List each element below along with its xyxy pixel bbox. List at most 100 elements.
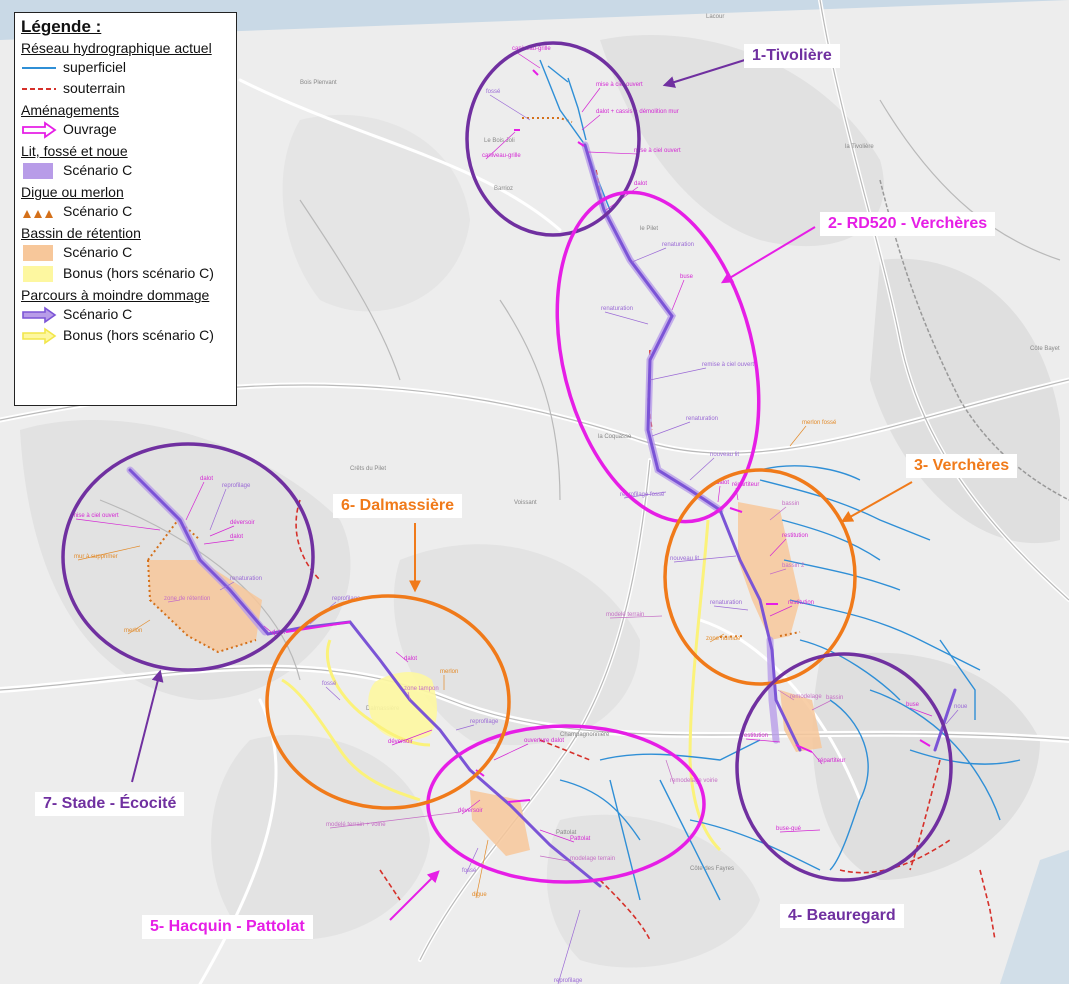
urban-areas [20, 35, 1060, 968]
annotation-leader [395, 651, 409, 663]
place-les-fayres: Côte des Fayres [690, 866, 734, 872]
place-lacour: Lacour [706, 14, 724, 20]
place-names: Bois Plenvant Lacour la Tivolière Le Bois J… [300, 14, 1060, 872]
annotation-leader [769, 538, 787, 557]
annotation-hacquin: remodelage voirie [670, 778, 718, 784]
annotation-leader [515, 51, 541, 69]
zone-ellipse-tivoliere[interactable] [465, 41, 641, 237]
annotation-leader [581, 87, 601, 113]
annotation-stade: déversoir [230, 520, 255, 526]
annotation-tivoliere: mise à ciel ouvert [634, 148, 681, 154]
place-barrioz: Barrioz [494, 186, 513, 192]
zone-ellipse-vercheres[interactable] [663, 468, 857, 686]
place-pattolat-place: Pattolat [556, 830, 577, 836]
annotation-leader [461, 799, 481, 815]
annotation-rd520: renaturation [601, 306, 633, 312]
zone-ellipse-stade[interactable] [61, 442, 315, 672]
place-champagnonniere: Champagnonnière [560, 732, 610, 738]
zone-ellipse-beauregard[interactable] [735, 652, 953, 882]
legend-item-label: Scénario C [63, 306, 133, 322]
legend-item: Bonus (hors scénario C) [21, 325, 230, 346]
zone-label-tivoliere[interactable]: 1-Tivolière [744, 44, 840, 68]
annotation-leader [75, 518, 161, 531]
annotation-leader [209, 488, 227, 531]
annotation-hacquin: ouverture dalot [524, 738, 564, 744]
annotation-leader [493, 743, 529, 761]
zone-label-beauregard[interactable]: 4- Beauregard [780, 904, 904, 928]
zone-ellipse-hacquin[interactable] [426, 724, 706, 884]
legend-item-label: Ouvrage [63, 121, 117, 137]
annotation-dalmassiere: reprofilage [332, 596, 361, 602]
annotation-dalmassiere: reprofilage [470, 719, 499, 725]
place-crets-du-pilet: Crêts du Pilet [350, 466, 386, 472]
annotation-vercheres: nouveau lit [670, 556, 699, 562]
zone-label-rd520[interactable]: 2- RD520 - Verchères [820, 212, 996, 236]
annotation-leader [455, 724, 475, 731]
legend-item-label: Scénario C [63, 244, 133, 260]
annotation-leader [745, 738, 781, 743]
place-le-bois-joli: Le Bois Joli [484, 138, 515, 144]
place-voissant: Voissant [514, 500, 537, 506]
annotation-hacquin: modelé terrain + voirie [326, 822, 386, 828]
line-blue-icon [21, 59, 59, 77]
annotation-stade: mise à ciel ouvert [72, 513, 119, 519]
annotation-stade: reprofilage [222, 483, 251, 489]
zone-label-stade[interactable]: 7- Stade - Écocité [35, 792, 185, 816]
annotation-leader [709, 633, 725, 643]
legend-item: Bonus (hors scénario C) [21, 263, 230, 284]
annotation-rd520: dalot [716, 480, 729, 486]
annotation-leader [391, 729, 433, 746]
annotation-rd520: renaturation [686, 416, 718, 422]
annotation-leader [203, 539, 235, 545]
annotation-rd520: renaturation [662, 242, 694, 248]
zone-ellipse-dalmassiere[interactable] [265, 594, 511, 810]
legend-item: Scénario C [21, 304, 230, 325]
annotation-leader [609, 615, 663, 619]
annotation-beauregard: remodelage [790, 694, 822, 700]
annotation-rd520: nouveau lit [710, 452, 739, 458]
annotation-leader [185, 481, 205, 521]
annotation-leader [649, 367, 707, 381]
annotation-hacquin: reprofilage [554, 978, 583, 984]
annotation-leader [651, 421, 691, 437]
annotation-dalmassiere: fossé [322, 681, 337, 687]
place-la-tivoliere: la Tivolière [845, 144, 874, 150]
annotation-vercheres: merlon fossé [802, 420, 837, 426]
legend-item-label: souterrain [63, 80, 126, 96]
railway [879, 179, 1069, 501]
arrow-magenta-icon [21, 120, 59, 139]
legend-item-label: Bonus (hors scénario C) [63, 327, 214, 343]
annotation-leader [219, 581, 235, 591]
annotation-rd520: reprofilage fossé [620, 492, 665, 498]
zone-label-hacquin[interactable]: 5- Hacquin - Pattolat [142, 915, 313, 939]
annotation-leader [631, 247, 667, 263]
legend-heading: Lit, fossé et noue [21, 143, 128, 159]
zone-label-dalmassiere[interactable]: 6- Dalmassière [333, 494, 462, 518]
zone-label-vercheres[interactable]: 3- Verchères [906, 454, 1018, 478]
annotation-leader [769, 506, 787, 521]
annotation-leader [77, 545, 141, 561]
annotation-leader [777, 689, 795, 701]
legend-heading: Réseau hydrographique actuel [21, 40, 212, 56]
zone-ellipse-rd520[interactable] [525, 171, 791, 543]
annotation-hacquin: déversoir [458, 808, 483, 814]
place-bois-plenvant: Bois Plenvant [300, 80, 337, 86]
annotation-dalmassiere: dalot [404, 656, 417, 662]
legend-item: Scénario C [21, 242, 230, 263]
place-la-coquasse: la Coquasse [598, 434, 632, 440]
fill-lavender-icon [21, 162, 59, 180]
fill-peach-icon [21, 244, 59, 262]
annotation-dalmassiere: merlon [440, 669, 458, 675]
legend-item: Ouvrage [21, 119, 230, 140]
legend-item-label: Bonus (hors scénario C) [63, 265, 214, 281]
annotation-rd520: buse [680, 274, 694, 280]
least-damage-path [128, 143, 957, 888]
annotation-vercheres: modelé terrain [606, 612, 644, 618]
annotation-tivoliere: mise à ciel ouvert [596, 82, 643, 88]
legend-item: Scénario C [21, 201, 230, 222]
map-corner-water-br [1000, 850, 1069, 984]
annotation-leader [587, 151, 639, 155]
